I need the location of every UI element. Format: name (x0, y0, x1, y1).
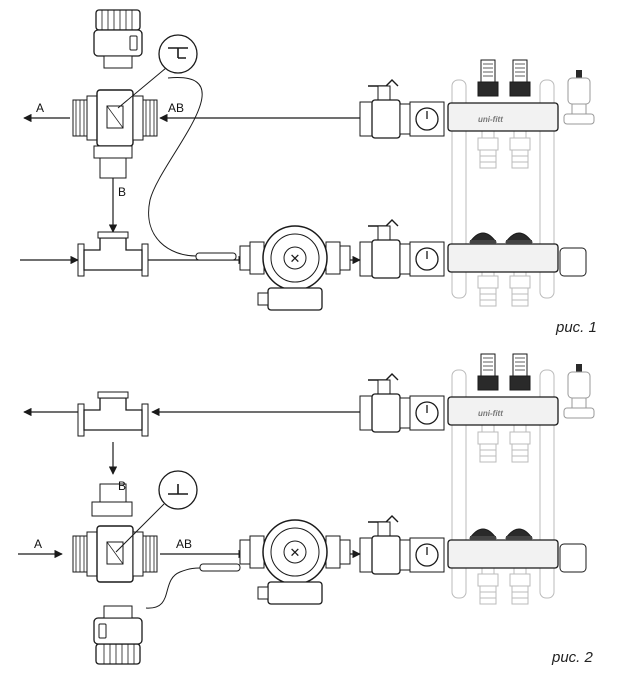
three-way-valve (72, 525, 158, 583)
manifold-brand: uni-fitt (478, 115, 503, 124)
figure-2: uni-fitt B (18, 353, 595, 666)
sensor-cable (148, 77, 203, 257)
port-label-b: B (118, 479, 126, 493)
three-way-valve (72, 89, 158, 147)
temperature-sensor (199, 563, 241, 572)
temperature-sensor (195, 252, 237, 261)
actuator-head (93, 605, 143, 665)
tee-fitting (77, 231, 149, 277)
figure-caption: рис. 2 (551, 649, 594, 666)
sensor-symbol-icon (168, 484, 188, 495)
flowmeter (509, 353, 531, 391)
return-valve-cap (469, 232, 497, 245)
supply-outlets (477, 423, 531, 605)
sensor-leader (115, 503, 165, 553)
supply-outlets (477, 129, 531, 307)
return-valve-cap (505, 528, 533, 541)
ball-valve-return (359, 219, 445, 279)
return-valve-cap (469, 528, 497, 541)
port-label-ab: AB (176, 537, 192, 551)
supply-manifold (447, 396, 559, 426)
valve-b-port (93, 145, 133, 159)
flowmeter (477, 59, 499, 97)
valve-b-thread (99, 157, 127, 179)
air-vent (563, 69, 595, 125)
return-manifold (447, 243, 559, 273)
air-vent (563, 363, 595, 419)
port-label-a: A (34, 537, 42, 551)
drain-valve (559, 247, 587, 277)
sensor-symbol-icon (168, 47, 188, 59)
ball-valve-supply (359, 373, 445, 433)
circulation-pump (239, 519, 351, 605)
port-label-ab: AB (168, 101, 184, 115)
port-label-a: A (36, 101, 44, 115)
ball-valve-return (359, 515, 445, 575)
flowmeter (509, 59, 531, 97)
actuator-head (93, 9, 143, 69)
drain-valve (559, 543, 587, 573)
ball-valve-supply (359, 79, 445, 139)
return-valve-cap (505, 232, 533, 245)
port-label-b: B (118, 185, 126, 199)
valve-b-port (91, 501, 133, 517)
return-manifold (447, 539, 559, 569)
circulation-pump (239, 225, 351, 311)
supply-manifold (447, 102, 559, 132)
tee-fitting (77, 391, 149, 437)
figure-1: uni-fitt A (20, 9, 597, 336)
sensor-leader (117, 67, 167, 109)
figure-caption: рис. 1 (555, 319, 597, 336)
sensor-cable (145, 567, 201, 609)
flowmeter (477, 353, 499, 391)
manifold-brand: uni-fitt (478, 409, 503, 418)
